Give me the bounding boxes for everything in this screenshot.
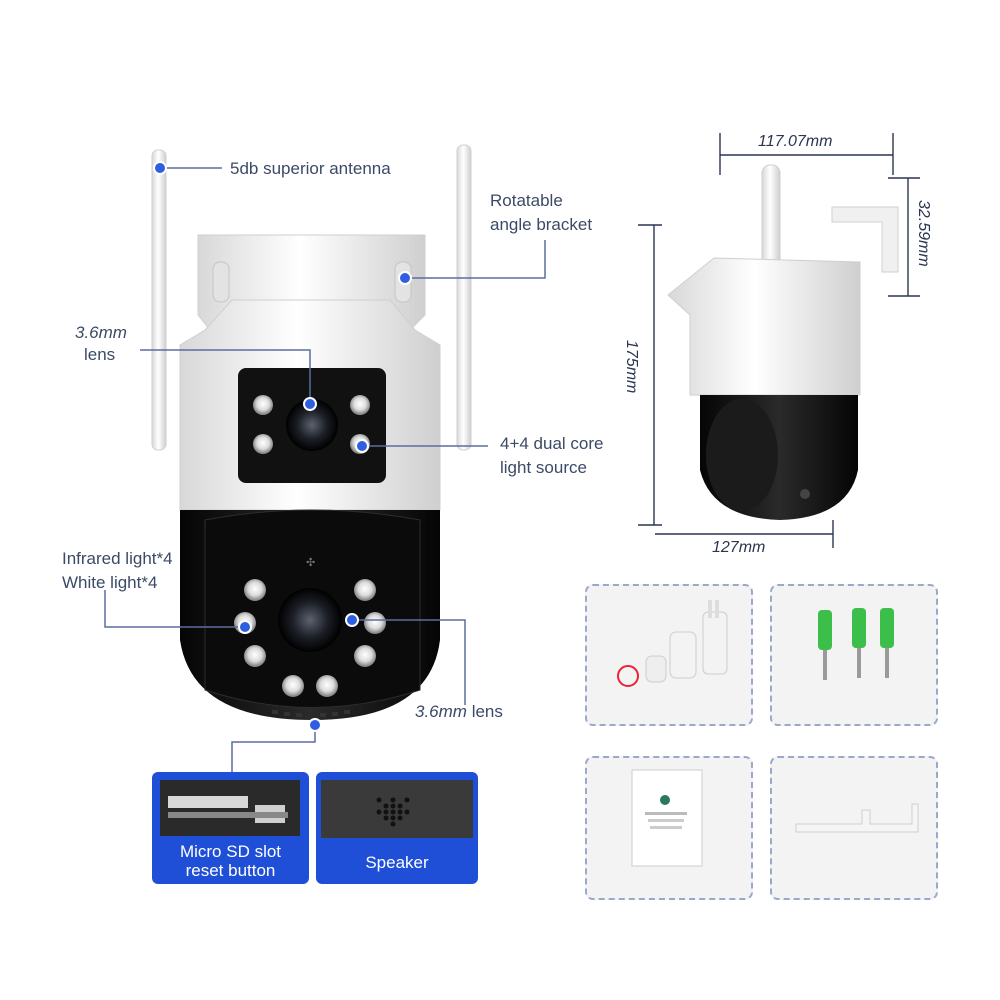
accessory-anchors xyxy=(617,600,728,687)
side-view-camera xyxy=(667,164,899,520)
svg-text:✣: ✣ xyxy=(306,556,315,569)
infrared-label-line2: White light*4 xyxy=(62,573,158,592)
sd-slot-caption-line2: reset button xyxy=(185,861,276,880)
bottom-lens-word: lens xyxy=(471,702,503,721)
callout-lines xyxy=(104,167,546,772)
bracket-label-line2: angle bracket xyxy=(490,215,593,234)
main-camera: ✣ xyxy=(151,144,472,720)
lens-icon xyxy=(278,588,342,652)
bracket-label-line1: Rotatable xyxy=(490,191,563,210)
bracket-plate-icon xyxy=(795,803,919,833)
dimension-height: 175mm xyxy=(623,340,640,394)
dimension-base-width: 127mm xyxy=(712,539,766,556)
light-source-label-line2: light source xyxy=(500,458,587,477)
dimension-width-top: 117.07mm xyxy=(758,133,833,150)
lens-icon xyxy=(286,399,338,451)
bottom-lens-label: 3.6mm lens xyxy=(415,701,503,723)
dimension-lines xyxy=(638,133,920,548)
bottom-lens-mm: 3.6mm xyxy=(415,702,467,721)
sd-slot-caption: Micro SD slot reset button xyxy=(152,842,309,880)
manual-icon xyxy=(631,769,703,867)
speaker-grille-icon xyxy=(321,780,473,838)
sd-slot-caption-line1: Micro SD slot xyxy=(179,842,282,861)
top-lens-label-line1: 3.6mm xyxy=(75,323,127,342)
dimension-bracket-height: 32.59mm xyxy=(915,200,932,267)
antenna-label: 5db superior antenna xyxy=(230,159,391,178)
infrared-label-line1: Infrared light*4 xyxy=(62,549,173,568)
callout-dots xyxy=(153,161,412,732)
antenna-icon xyxy=(151,144,472,451)
led-icon xyxy=(234,579,386,697)
light-source-label-line1: 4+4 dual core xyxy=(500,434,604,453)
speaker-caption: Speaker xyxy=(365,853,429,872)
screw-icon xyxy=(818,608,894,680)
top-lens-label-line2: lens xyxy=(84,345,116,364)
sd-slot-photo xyxy=(160,780,300,836)
